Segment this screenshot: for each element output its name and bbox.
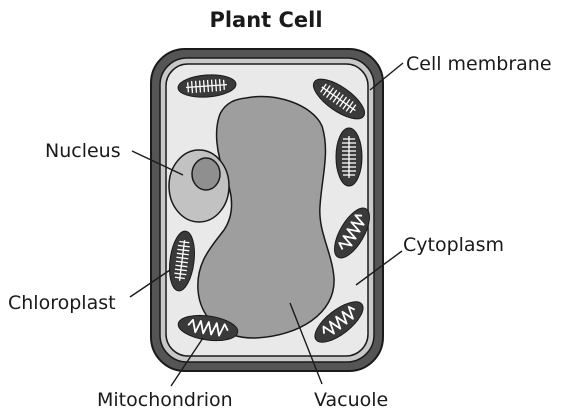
leader-line-mitochondrion	[170, 337, 204, 387]
chloroplast-right	[335, 127, 363, 187]
leader-line-chloroplast	[129, 269, 171, 298]
vacuole	[197, 95, 335, 339]
leader-line-vacuole	[289, 302, 323, 385]
chloroplast-top	[177, 74, 237, 98]
diagram-title: Plant Cell	[209, 8, 322, 32]
label-chloroplast: Chloroplast	[8, 292, 116, 314]
chloroplast-top-right	[312, 78, 366, 120]
label-vacuole: Vacuole	[314, 389, 388, 411]
label-nucleus: Nucleus	[45, 140, 121, 162]
label-cell-membrane: Cell membrane	[406, 53, 552, 75]
label-mitochondrion: Mitochondrion	[97, 389, 233, 411]
leader-line-cytoplasm	[355, 250, 403, 286]
mitochondrion-right	[334, 207, 370, 259]
nucleolus	[191, 157, 221, 191]
label-cytoplasm: Cytoplasm	[403, 234, 504, 256]
leader-line-cell-membrane	[369, 62, 404, 91]
leader-line-nucleus	[131, 150, 184, 176]
mitochondrion-bottom-left	[177, 314, 239, 342]
mitochondrion-bottom-right	[314, 301, 364, 343]
chloroplast-left	[169, 230, 195, 292]
